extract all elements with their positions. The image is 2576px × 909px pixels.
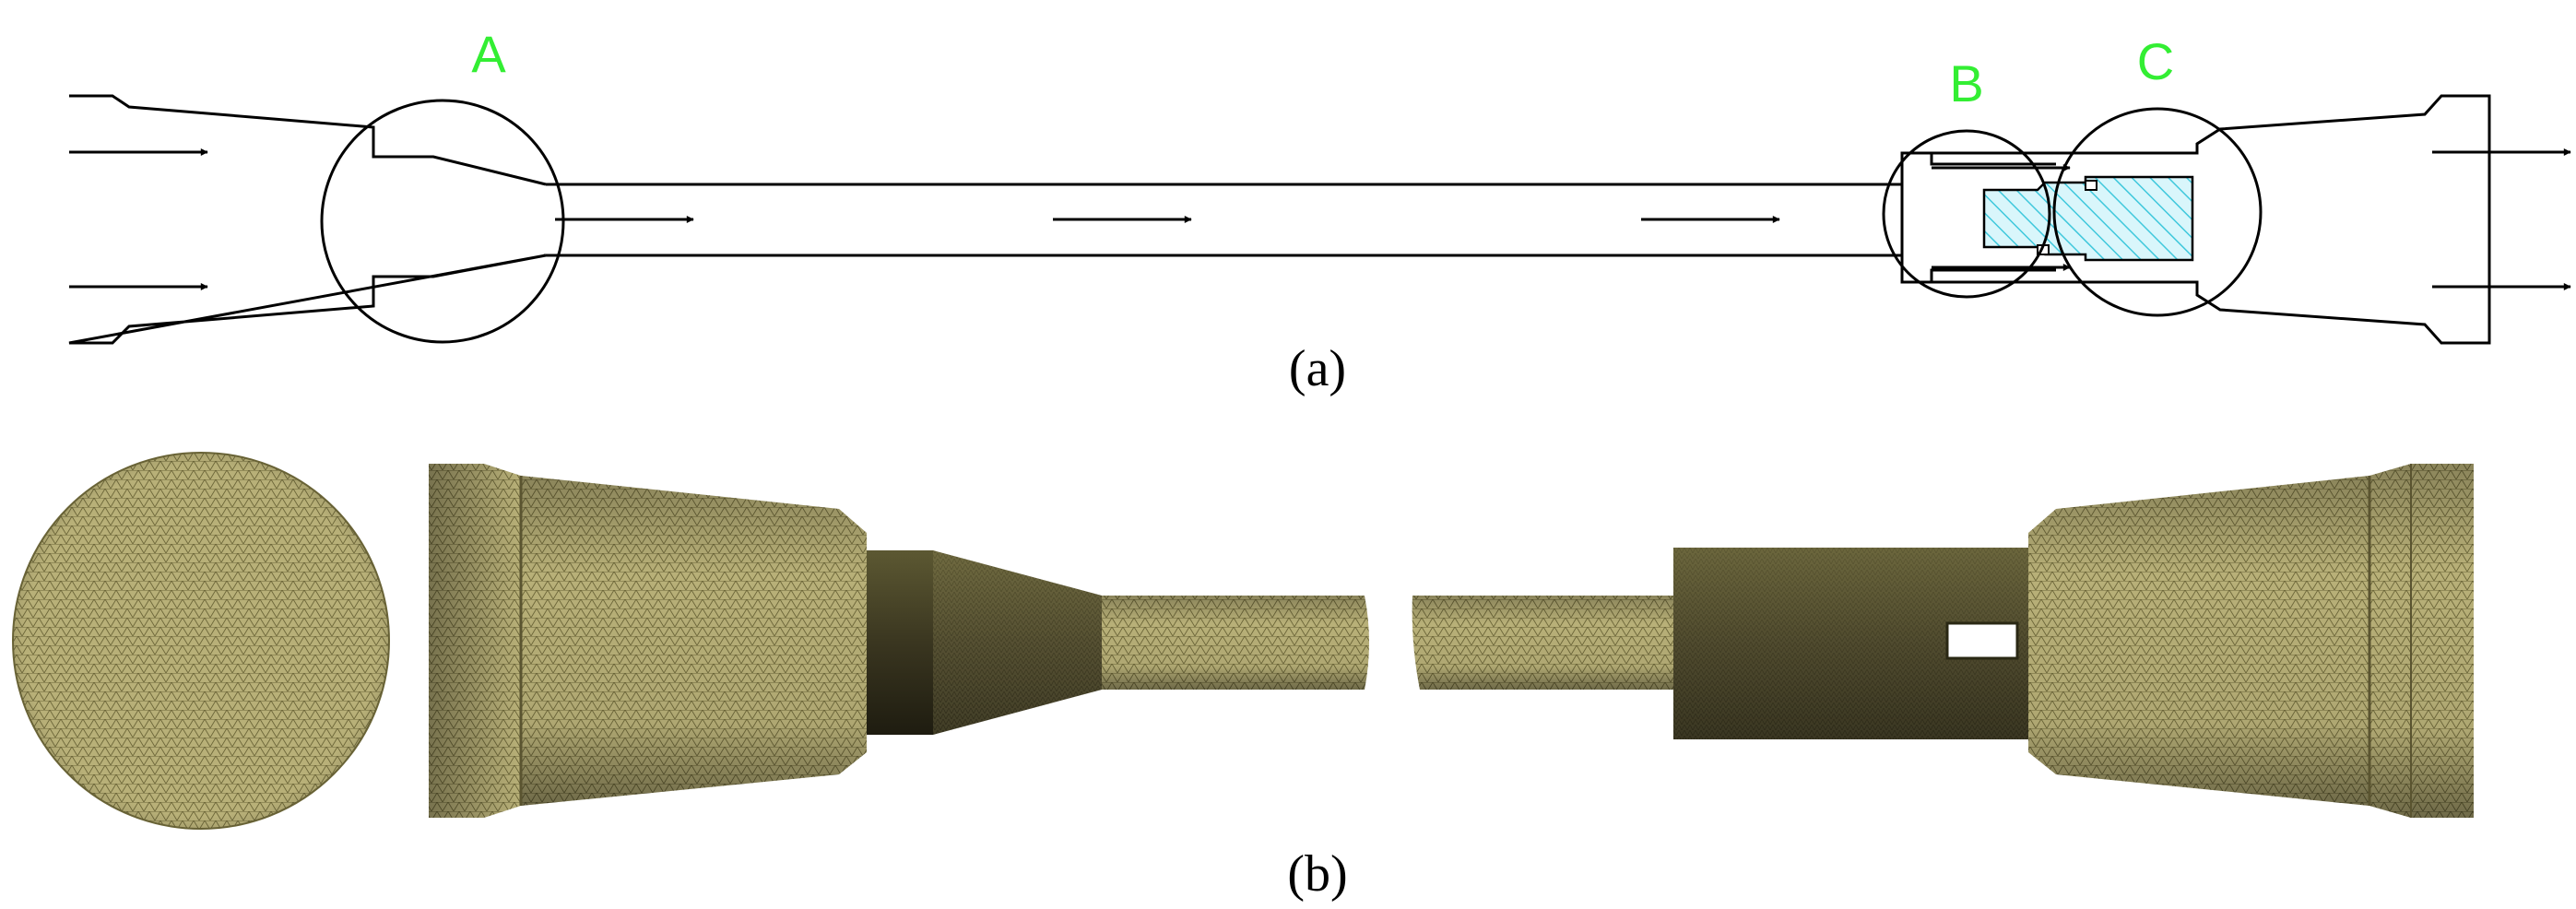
detail-circle-b	[1882, 129, 2051, 299]
right-coupling	[1673, 548, 2028, 739]
left-neck-taper	[867, 550, 1102, 735]
left-tube-segment	[1102, 596, 1369, 690]
flow-arrows	[69, 148, 2571, 290]
left-inlet-body	[429, 464, 867, 818]
right-outlet-outline	[1900, 94, 2491, 345]
panel-a-caption: (a)	[1289, 340, 1346, 397]
right-outlet-body	[2028, 464, 2474, 818]
insert-notch-top	[2085, 180, 2097, 191]
region-label-b: B	[1949, 54, 1983, 112]
coupling-window	[1945, 621, 2019, 660]
panel-a-schematic	[68, 94, 2491, 345]
detail-circle-a	[320, 99, 565, 344]
panel-b-caption: (b)	[1287, 845, 1347, 903]
detail-circle-c	[2052, 107, 2263, 317]
end-view-disc	[12, 452, 390, 830]
left-inlet-outline	[68, 94, 547, 345]
panel-b-mesh-model	[12, 452, 2474, 830]
right-tube-segment	[1412, 596, 1673, 690]
region-label-a: A	[471, 25, 506, 83]
region-label-c: C	[2137, 32, 2174, 90]
coupling-inner-sleeve	[1930, 153, 2056, 282]
